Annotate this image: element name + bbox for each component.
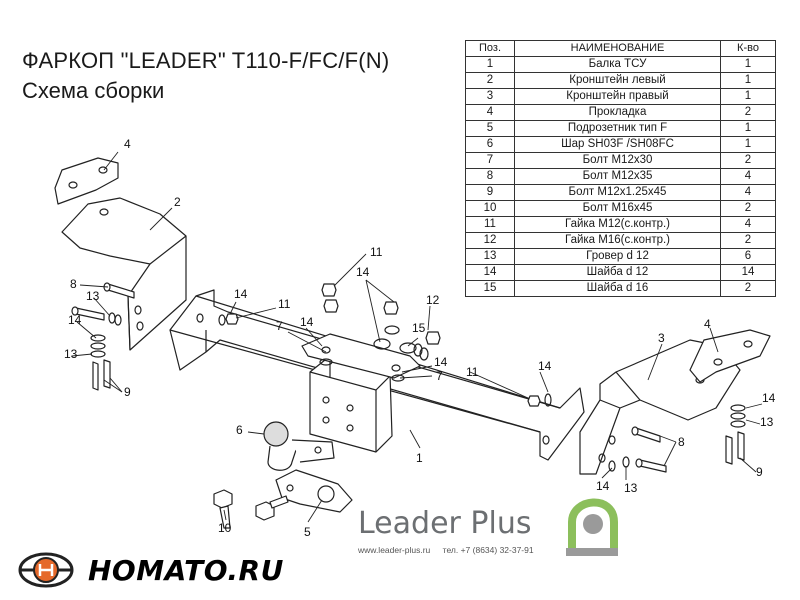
socket-plate: [275, 469, 353, 513]
spacer-plate-right: [689, 329, 771, 383]
callout-label: 11: [370, 245, 383, 259]
callout-label: 14: [234, 287, 248, 301]
callout-label: 14: [434, 355, 448, 369]
callout-label: 4: [124, 137, 131, 151]
callout-label: 11: [466, 365, 479, 379]
callout-label: 6: [236, 423, 243, 437]
callout-label: 1: [416, 451, 423, 465]
callout-label: 13: [760, 415, 774, 429]
right-fasteners: [608, 404, 746, 473]
watermark-text: HOMATO.RU: [88, 554, 284, 587]
leader-plus-logo-icon: [566, 498, 618, 556]
center-bracket: [309, 355, 393, 453]
parts-cell-name: Подрозетник тип F: [514, 120, 721, 137]
parts-cell-name: Гровер d 12: [514, 248, 721, 265]
page-subtitle: Схема сборки: [22, 78, 165, 103]
callout-label: 15: [412, 321, 426, 335]
callout-label: 14: [538, 359, 552, 373]
callout-label: 9: [124, 385, 131, 399]
callout-label: 4: [704, 317, 711, 331]
callout-label: 11: [278, 297, 291, 311]
callout-label: 14: [300, 315, 314, 329]
callout-label: 12: [426, 293, 440, 307]
left-fasteners: [71, 282, 135, 391]
callout-label: 3: [658, 331, 665, 345]
parts-cell-qty: 1: [720, 120, 776, 137]
top-plate: [301, 333, 421, 379]
parts-cell-name: Кронштейн левый: [514, 72, 721, 89]
bracket-left: [61, 197, 187, 351]
parts-cell-qty: 14: [720, 264, 776, 281]
spacer-plate-left: [54, 157, 119, 205]
parts-cell-qty: 2: [720, 280, 776, 297]
parts-cell-pos: 13: [465, 248, 515, 265]
callout-label: 10: [218, 521, 232, 535]
homato-logo-icon: [18, 552, 74, 588]
page-title: ФАРКОП "LEADER" T110-F/FC/F(N): [22, 48, 390, 73]
callout-label: 13: [624, 481, 638, 495]
callout-label: 14: [68, 313, 82, 327]
callout-label: 8: [70, 277, 77, 291]
parts-cell-name: Шар SH03F /SH08FC: [514, 136, 721, 153]
parts-cell-name: Шайба d 12: [514, 264, 721, 281]
col-header-pos: Поз.: [465, 40, 515, 57]
tow-ball: [263, 421, 335, 471]
callout-label: 13: [86, 289, 100, 303]
parts-table-header: Поз. НАИМЕНОВАНИЕ К-во: [465, 40, 776, 57]
callout-label: 14: [596, 479, 610, 493]
callout-label: 7: [276, 319, 283, 333]
center-fasteners: [218, 283, 552, 407]
callout-label: 5: [304, 525, 311, 539]
callout-label: 8: [678, 435, 685, 449]
brand-website: www.leader-plus.ru: [358, 545, 431, 555]
callout-label: 7: [436, 369, 443, 383]
callout-label: 14: [762, 391, 776, 405]
callout-label: 9: [756, 465, 763, 479]
callout-label: 2: [174, 195, 181, 209]
callout-label: 14: [356, 265, 370, 279]
brand-contact: www.leader-plus.ru тел. +7 (8634) 32-37-…: [358, 545, 544, 555]
parts-cell-name: Болт М12х1.25х45: [514, 184, 721, 201]
callout-label: 13: [64, 347, 78, 361]
brand-phone: тел. +7 (8634) 32-37-91: [442, 545, 534, 555]
brand-name: Leader Plus: [358, 506, 532, 541]
